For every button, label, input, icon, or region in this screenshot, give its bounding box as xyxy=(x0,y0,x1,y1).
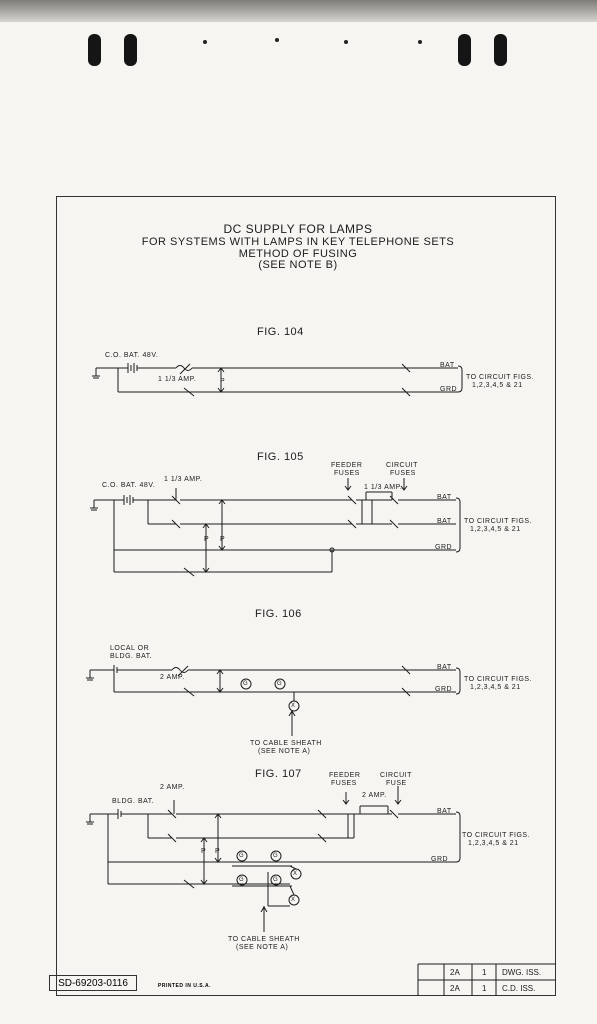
scan-top-edge xyxy=(0,0,597,22)
fig104-to-circuit: TO CIRCUIT FIGS. xyxy=(466,374,535,381)
fig105-feeder-label: FEEDER xyxy=(331,462,363,469)
fig107-p-label: P xyxy=(201,848,207,855)
fig107-title: FIG. 107 xyxy=(255,768,302,780)
fig104-title: FIG. 104 xyxy=(257,326,304,338)
dwg-issue-number: 2A xyxy=(450,968,460,977)
fig106-circuit-figs: 1,2,3,4,5 & 21 xyxy=(470,684,521,691)
fig106-title: FIG. 106 xyxy=(255,608,302,620)
fig105-circuit-figs: 1,2,3,4,5 & 21 xyxy=(470,526,521,533)
fig107-ground-g: G xyxy=(239,877,245,883)
fig107-x-mark: X xyxy=(293,871,298,877)
fig104-circuit xyxy=(92,363,463,397)
fig107-grd-label: GRD xyxy=(431,856,449,863)
fig107-battery-label: BLDG. BAT. xyxy=(112,798,155,805)
paper-speck xyxy=(344,40,348,44)
fig107-circuit xyxy=(86,786,461,932)
fig106-fuse-label: 2 AMP. xyxy=(160,674,185,681)
fig107-feeder-label: FEEDER xyxy=(329,772,361,779)
fig107-cable-sheath: TO CABLE SHEATH xyxy=(228,936,300,943)
fig107-x-mark: X xyxy=(291,897,296,903)
document-number: SD-69203-0116 xyxy=(49,975,137,991)
fig107-main-fuse-label: 2 AMP. xyxy=(160,784,185,791)
title-block: 2A 1 DWG. ISS. 2A 1 C.D. ISS. xyxy=(418,964,556,996)
fig106-ground-g: G xyxy=(243,681,249,687)
printed-in-usa: PRINTED IN U.S.A. xyxy=(158,983,211,989)
fig105-title: FIG. 105 xyxy=(257,451,304,463)
fig107-to-circuit: TO CIRCUIT FIGS. xyxy=(462,832,531,839)
fig107-circuit-label: CIRCUIT xyxy=(380,772,412,779)
fig104-fuse-label: 1 1/3 AMP. xyxy=(158,376,197,383)
fig107-circuit-fuse: FUSE xyxy=(386,780,407,787)
fig107-ground-g: G xyxy=(273,853,279,859)
paper-speck xyxy=(418,40,422,44)
dwg-issue-label: DWG. ISS. xyxy=(502,968,542,977)
fig105-main-fuse-label: 1 1/3 AMP. xyxy=(164,476,203,483)
fig107-bat-label: BAT xyxy=(437,808,452,815)
fig105-p-label: P xyxy=(204,536,210,543)
fig105-grd-label: GRD xyxy=(435,544,453,551)
fig105-circuit-label: CIRCUIT xyxy=(386,462,418,469)
fig104-p-label: P xyxy=(220,378,226,385)
fig105-bat-label: BAT xyxy=(437,494,452,501)
fig104-grd-label: GRD xyxy=(440,386,458,393)
fig105-to-circuit: TO CIRCUIT FIGS. xyxy=(464,518,533,525)
fig104-battery-label: C.O. BAT. 48V. xyxy=(105,352,159,359)
fig107-feeder-fuses: FUSES xyxy=(331,780,357,787)
fig106-cable-sheath: TO CABLE SHEATH xyxy=(250,740,322,747)
fig104-circuit-figs: 1,2,3,4,5 & 21 xyxy=(472,382,523,389)
title-block-grid xyxy=(417,963,556,996)
fig106-to-circuit: TO CIRCUIT FIGS. xyxy=(464,676,533,683)
fig105-feeder-fuses: FUSES xyxy=(334,470,360,477)
fig106-ground-g: G xyxy=(277,681,283,687)
fig107-ground-g: G xyxy=(273,877,279,883)
fig107-see-note: (SEE NOTE A) xyxy=(236,944,289,951)
binder-hole xyxy=(124,34,137,66)
drawing-border xyxy=(56,196,556,996)
fig105-circuit-fuses: FUSES xyxy=(390,470,416,477)
fig107-feeder-fuse-label: 2 AMP. xyxy=(362,792,387,799)
drawing-subtitle: FOR SYSTEMS WITH LAMPS IN KEY TELEPHONE … xyxy=(141,236,455,248)
fig106-circuit xyxy=(86,665,461,736)
paper-speck xyxy=(203,40,207,44)
fig106-see-note: (SEE NOTE A) xyxy=(258,748,311,755)
fig107-p-label: P xyxy=(215,848,221,855)
fig105-p-label: P xyxy=(220,536,226,543)
drawing-method: METHOD OF FUSING xyxy=(238,248,358,260)
fig106-x-mark: X xyxy=(291,703,296,709)
fig105-feeder-fuse-label: 1 1/3 AMP. xyxy=(364,484,403,491)
fig105-bat-label: BAT xyxy=(437,518,452,525)
fig106-bat-label: BAT xyxy=(437,664,452,671)
drawing-title: DC SUPPLY FOR LAMPS xyxy=(223,222,373,236)
cd-issue-count: 1 xyxy=(482,984,487,993)
paper-speck xyxy=(275,38,279,42)
fig107-ground-g: G xyxy=(239,853,245,859)
fig105-circuit xyxy=(90,478,461,577)
binder-hole xyxy=(88,34,101,66)
fig104-bat-label: BAT xyxy=(440,362,455,369)
fig106-battery-label-2: BLDG. BAT. xyxy=(110,653,153,660)
binder-hole xyxy=(458,34,471,66)
fig106-grd-label: GRD xyxy=(435,686,453,693)
cd-issue-number: 2A xyxy=(450,984,460,993)
binder-hole xyxy=(494,34,507,66)
fig107-circuit-figs: 1,2,3,4,5 & 21 xyxy=(468,840,519,847)
fig105-battery-label: C.O. BAT. 48V. xyxy=(102,482,156,489)
drawing-note-ref: (SEE NOTE B) xyxy=(258,259,338,271)
fig106-battery-label: LOCAL OR xyxy=(110,645,150,652)
dwg-issue-count: 1 xyxy=(482,968,487,977)
cd-issue-label: C.D. ISS. xyxy=(502,984,536,993)
